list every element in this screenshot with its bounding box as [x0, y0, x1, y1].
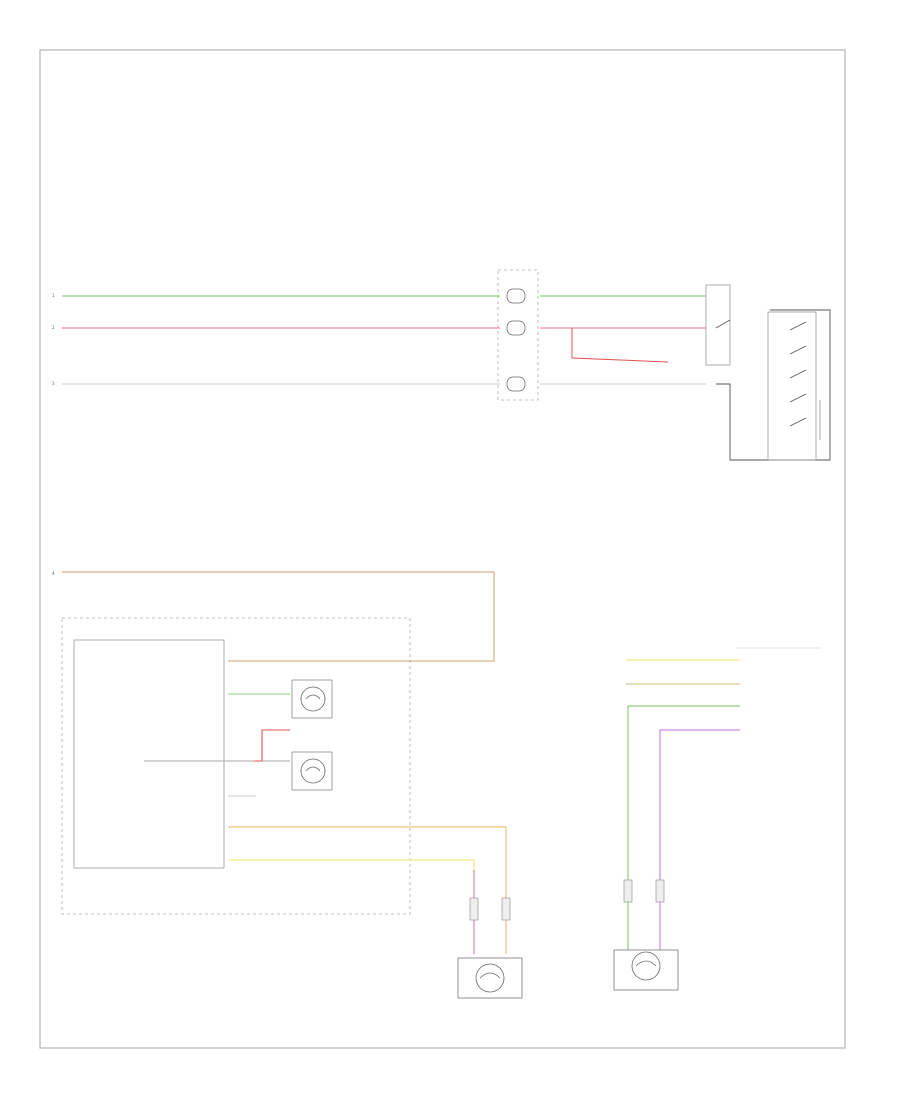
- output-speed-sensor: [457, 897, 523, 999]
- wire-yellow: [228, 859, 475, 954]
- switch-box: [705, 284, 731, 366]
- wire-tan: [62, 571, 495, 662]
- multifunction-switch-box: [767, 311, 817, 461]
- connector-pin-2: [506, 320, 526, 336]
- switch-assembly: [705, 284, 831, 461]
- solenoid-2: [291, 751, 333, 791]
- circuit-3-index: 3: [52, 381, 55, 386]
- right-lower-assembly: [613, 647, 822, 991]
- connector-pin-1: [506, 288, 526, 304]
- lower-circuit: 4: [52, 571, 495, 662]
- switch-contact: [715, 319, 731, 329]
- transmission-assembly: [61, 617, 507, 954]
- wire-orange: [228, 826, 507, 954]
- top-circuit-2: 2: [52, 325, 706, 363]
- connector-pin-3: [506, 376, 526, 392]
- circuit-4-index: 4: [52, 571, 55, 576]
- inline-connector: [497, 269, 539, 401]
- diagram-frame: [39, 49, 846, 1049]
- wire-violet-right: [659, 729, 740, 950]
- wire-red-solenoid: [254, 729, 290, 762]
- top-circuit-3: 3: [52, 381, 706, 386]
- inline-connector-outline: [497, 269, 539, 401]
- circuit-2-index: 2: [52, 325, 55, 330]
- circuit-1-index: 1: [52, 293, 55, 298]
- wire-red-branch: [571, 328, 669, 363]
- auto-trans-outline: [61, 617, 411, 915]
- top-circuit-1: 1: [52, 293, 706, 298]
- solenoid-1: [291, 679, 333, 719]
- tcm-box: [73, 639, 225, 869]
- wire-green-sensor: [627, 705, 740, 950]
- switch-return-wire: [716, 309, 831, 461]
